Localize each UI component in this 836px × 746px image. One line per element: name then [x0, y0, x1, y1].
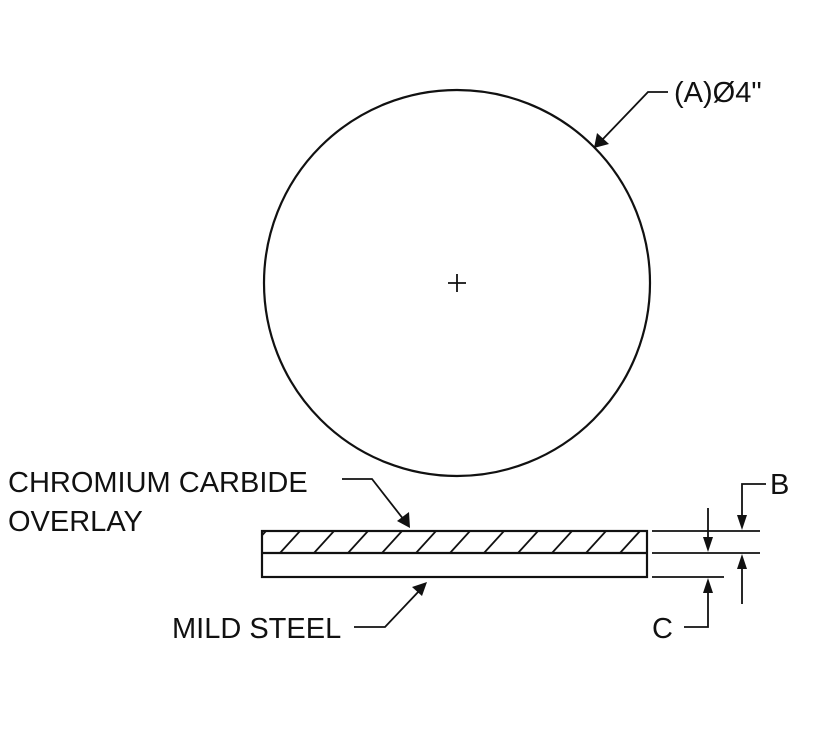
center-mark [448, 274, 466, 292]
mild-steel-leader [354, 582, 427, 628]
hatch-line [262, 531, 267, 537]
dimension-c-label: C [652, 613, 673, 645]
diameter-label: (A)Ø4" [674, 77, 762, 109]
hatch-line [313, 531, 335, 553]
overlay-leader [342, 478, 410, 528]
section-view [260, 529, 674, 579]
hatch-line [551, 531, 573, 553]
diameter-leader [594, 91, 668, 148]
dimension-b-label: B [770, 469, 789, 501]
hatch-line [347, 531, 369, 553]
dimension-c [684, 508, 713, 628]
hatch-line [483, 531, 505, 553]
hatch-line [415, 531, 437, 553]
mild-steel-label: MILD STEEL [172, 613, 341, 645]
hatch-line [585, 531, 607, 553]
plan-view [262, 88, 652, 478]
dimension-b [737, 483, 766, 604]
hatch-line [279, 531, 301, 553]
overlay-label-line1: CHROMIUM CARBIDE [8, 467, 308, 499]
hatch-line [654, 531, 674, 553]
hatch-line [619, 531, 641, 553]
overlay-hatching [262, 531, 674, 553]
hatch-line [517, 531, 539, 553]
thickness-dimensions [652, 483, 766, 628]
hatch-line [449, 531, 471, 553]
hatch-line [381, 531, 403, 553]
overlay-label-line2: OVERLAY [8, 506, 143, 538]
disc-outline [262, 88, 652, 478]
